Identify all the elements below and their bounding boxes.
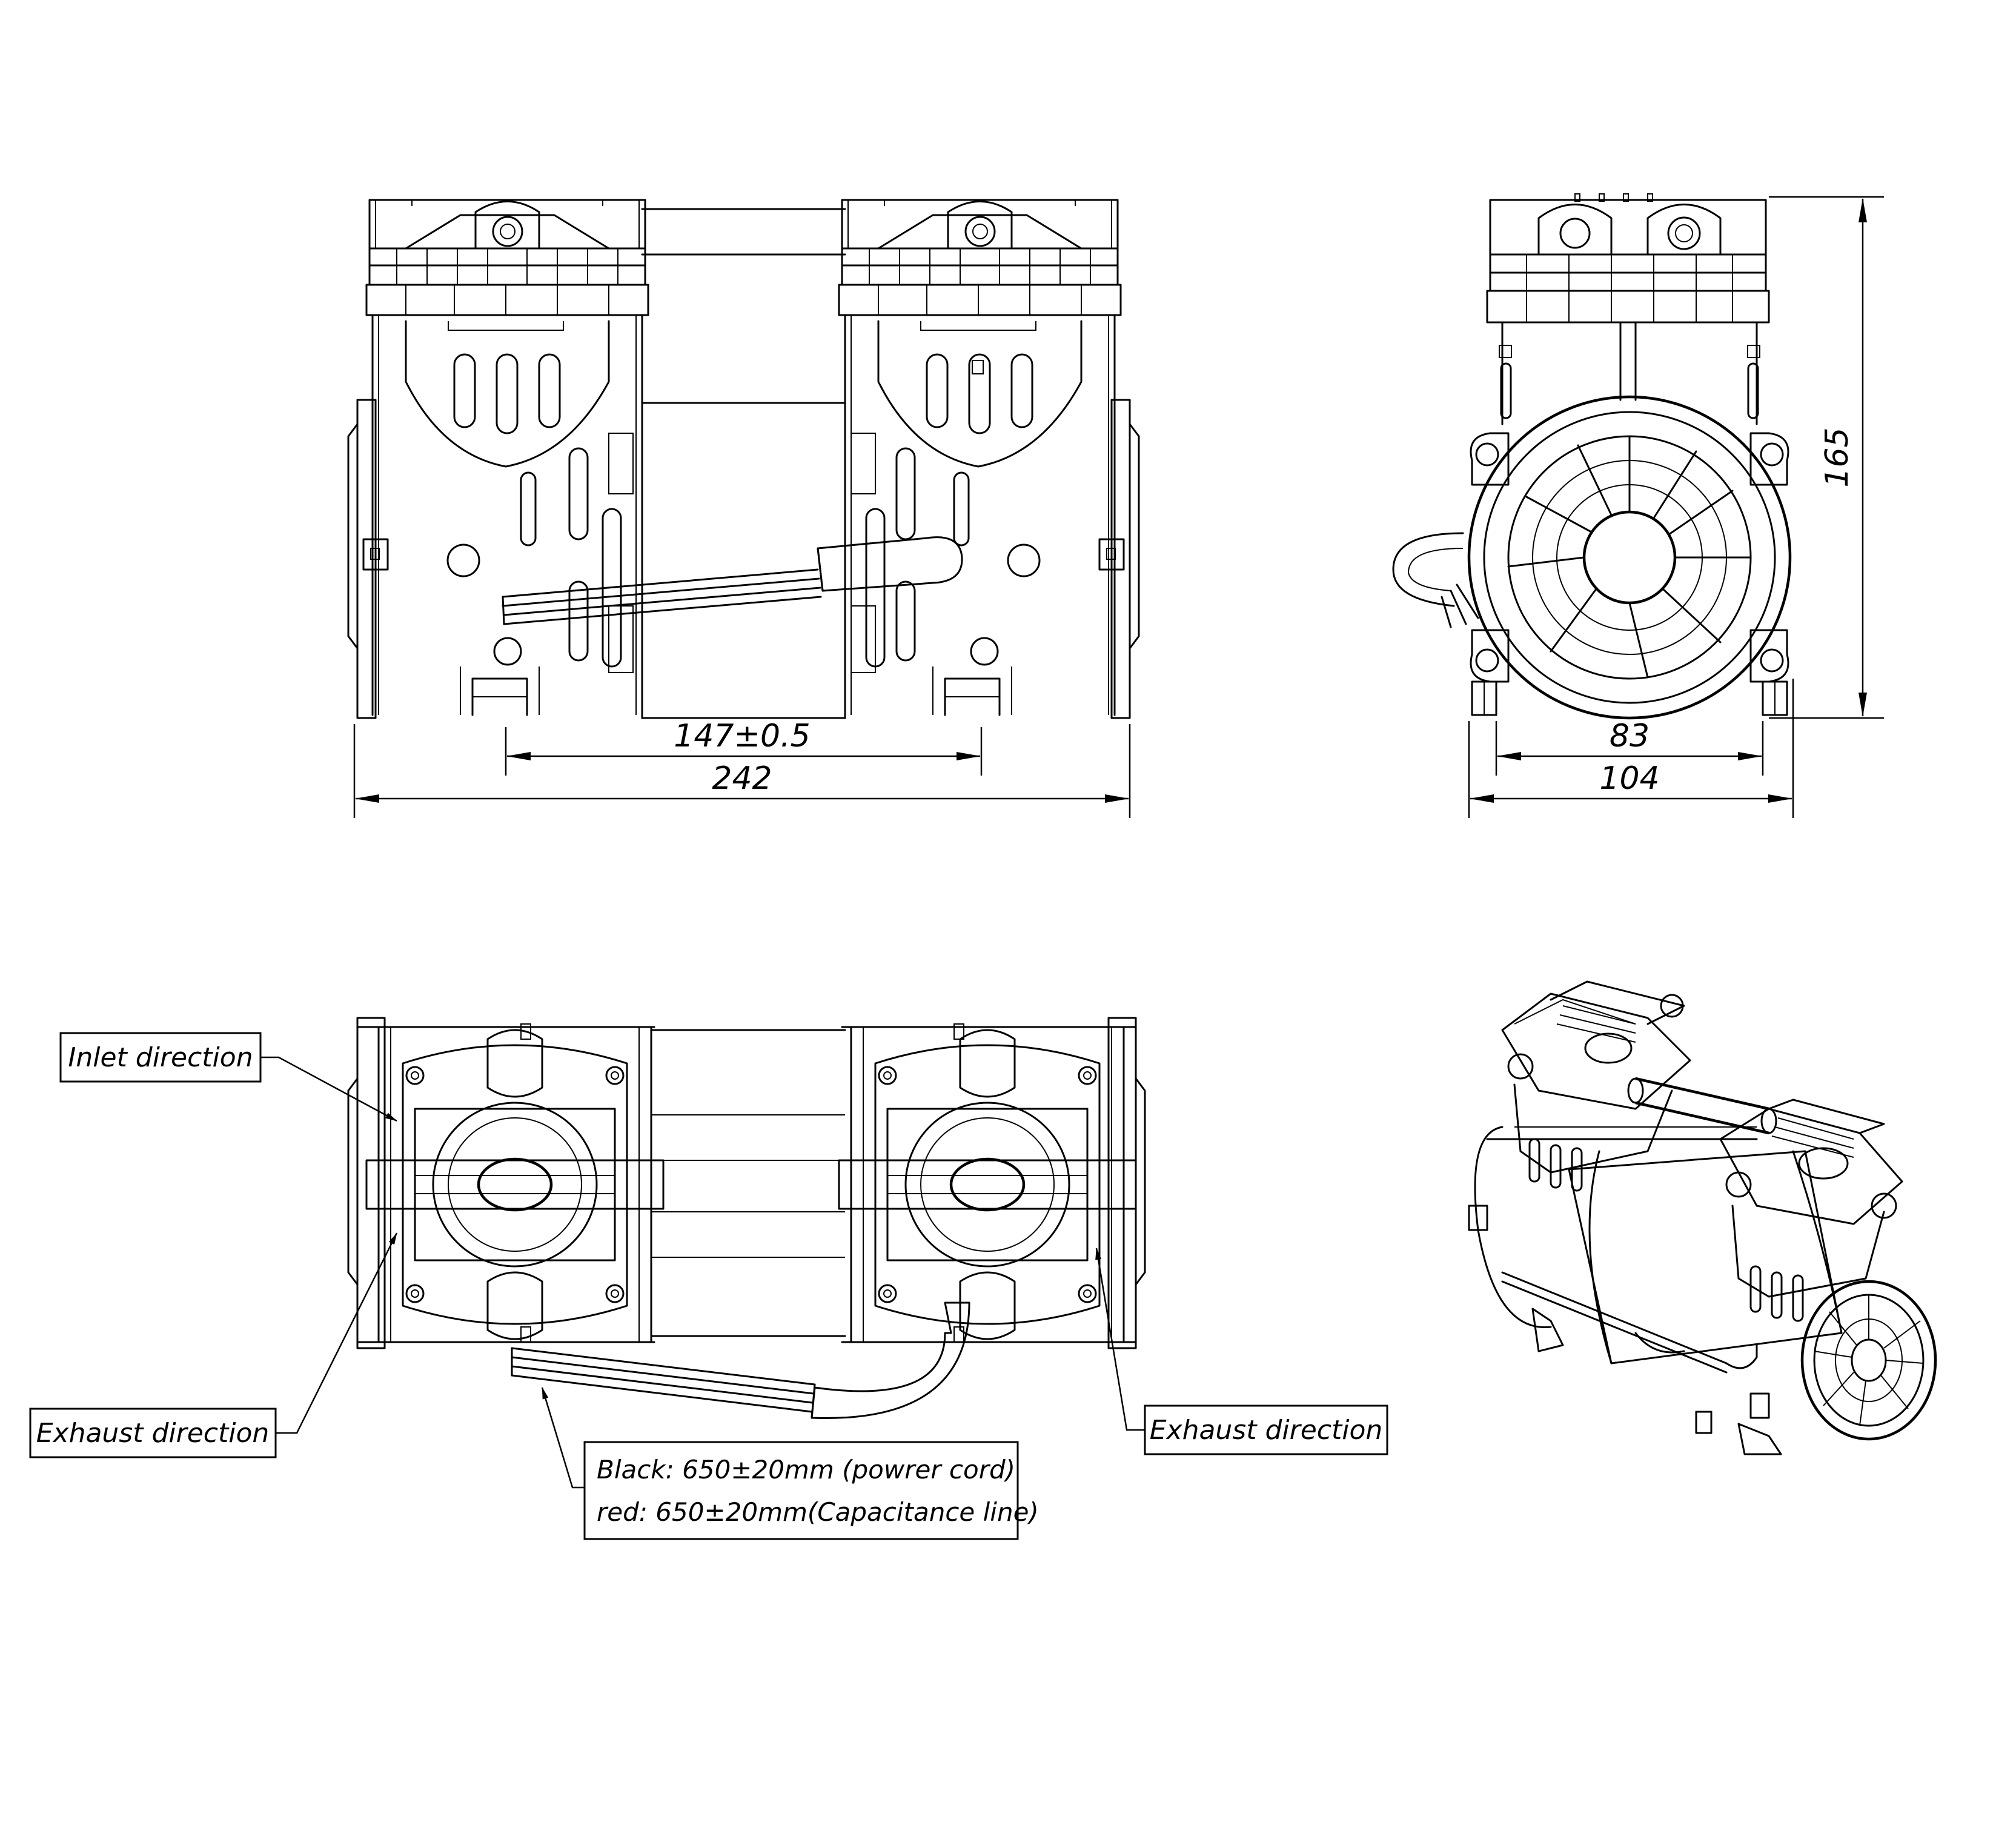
top-view [347,1017,1146,1419]
dim-overall-height: 165 [1819,427,1855,487]
callout-inlet: Inlet direction [68,1042,253,1073]
callout-cable-line2: red: 650±20mm(Capacitance line) [597,1497,1039,1527]
dim-center-spacing: 147±0.5 [674,718,811,754]
front-dimensions: 147±0.5 242 [353,718,1131,818]
side-view [1392,193,1792,720]
callouts: Inlet direction Exhaust direction Exhaus… [29,1032,1388,1540]
isometric-view [1468,980,1937,1455]
side-dimensions: 165 83 104 [1468,196,1884,818]
dim-overall-width: 104 [1599,760,1659,797]
front-view [347,199,1140,719]
dim-overall-length: 242 [712,760,772,797]
callout-exhaust-left: Exhaust direction [36,1418,270,1449]
dim-mount-width: 83 [1610,718,1650,754]
callout-exhaust-right: Exhaust direction [1150,1415,1383,1446]
callout-cable-line1: Black: 650±20mm (powrer cord) [597,1455,1015,1484]
